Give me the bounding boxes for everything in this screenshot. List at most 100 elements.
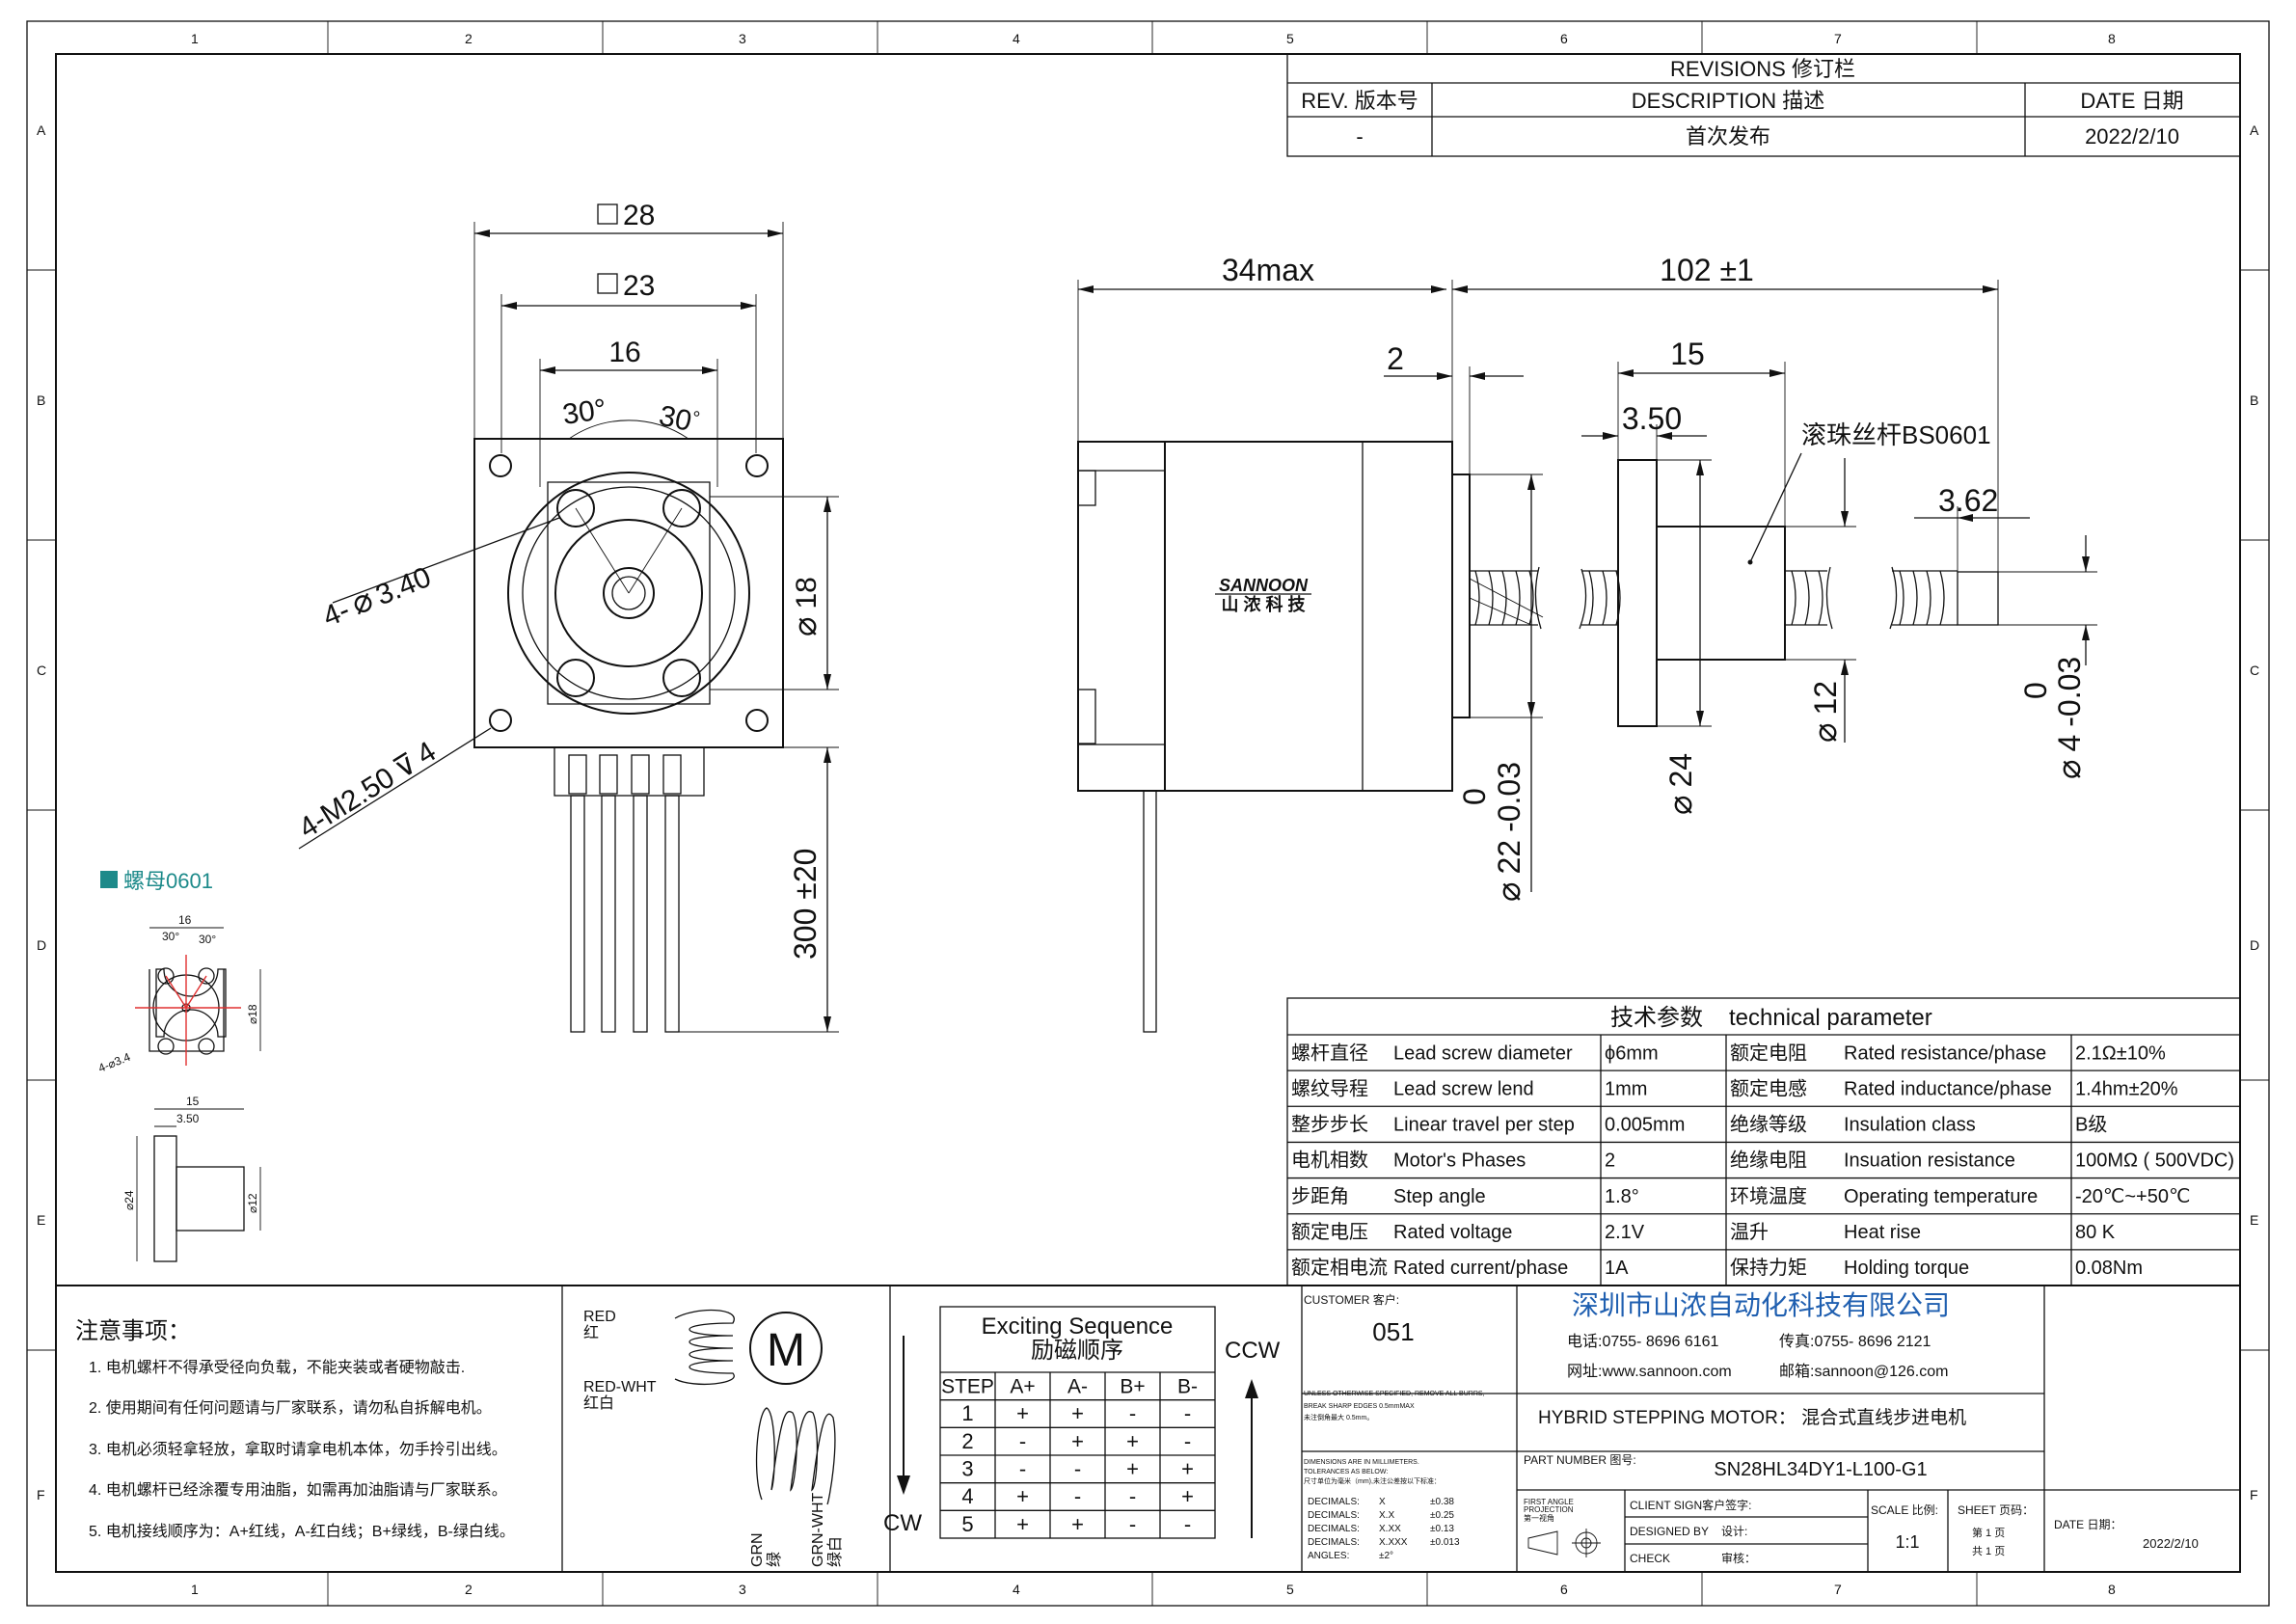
tech-cell-6-2: 1A	[1605, 1258, 1629, 1279]
wire-red: RED	[583, 1309, 616, 1325]
wire-redwht: RED-WHT	[583, 1379, 657, 1395]
wire-red-cn: 红	[583, 1324, 599, 1341]
company-email: 邮箱:sannoon@126.com	[1779, 1363, 1948, 1380]
tech-cell-6-5: 0.08Nm	[2075, 1258, 2143, 1279]
row-b-left: B	[37, 392, 45, 408]
company-web: 网址:www.sannoon.com	[1567, 1363, 1732, 1380]
dim-dia-22: ⌀22-0.03	[1491, 762, 1527, 902]
col-5-top: 5	[1286, 31, 1294, 46]
note-3: 3. 电机必须轻拿轻放，拿取时请拿电机本体，勿手拎引出线。	[89, 1440, 507, 1458]
seq-cell-4-1: +	[1016, 1512, 1029, 1536]
ball-nut-body	[1656, 526, 1786, 661]
tech-cell-0-1: Lead screw diameter	[1393, 1042, 1573, 1064]
seq-title: Exciting Sequence	[982, 1313, 1174, 1340]
tech-cell-5-2: 2.1V	[1605, 1222, 1645, 1243]
wire-grn-cn: 绿	[766, 1552, 783, 1567]
tol-cell-1-0: DECIMALS:	[1308, 1510, 1360, 1521]
ball-nut-flange	[1617, 459, 1658, 727]
col-6-top: 6	[1560, 31, 1568, 46]
dia-4-upper-tol: 0	[2018, 682, 2053, 699]
row-f-right: F	[2250, 1487, 2258, 1502]
motor-body	[1077, 441, 1453, 792]
tol-cell-2-1: X.XX	[1379, 1524, 1401, 1534]
ball-screw-label: 滚珠丝杆BS0601	[1801, 420, 1991, 449]
seq-cell-0-2: +	[1071, 1401, 1084, 1425]
tol-below: TOLERANCES AS BELOW:	[1304, 1469, 1388, 1475]
nut-angle-1: 30°	[162, 930, 179, 943]
nut-dim-350: 3.50	[176, 1112, 200, 1125]
tech-cell-3-4: Insuation resistance	[1844, 1150, 2015, 1172]
tech-cell-6-1: Rated current/phase	[1393, 1258, 1568, 1279]
dim-dia-18: ⌀18	[787, 577, 824, 636]
inner-frame	[55, 53, 2241, 1573]
desc-header: DESCRIPTION 描述	[1632, 89, 1824, 113]
sheet-1: 第 1 页	[1972, 1526, 2005, 1539]
designed-by: DESIGNED BY	[1630, 1525, 1709, 1538]
tech-cell-5-3: 温升	[1730, 1221, 1769, 1243]
note-2: 2. 使用期间有任何问题请与厂家联系，请勿私自拆解电机。	[89, 1399, 492, 1417]
tech-cell-5-5: 80 K	[2075, 1222, 2116, 1243]
tech-title-en: technical parameter	[1729, 1005, 1932, 1031]
tech-cell-4-1: Step angle	[1393, 1186, 1486, 1207]
tech-cell-2-2: 0.005mm	[1605, 1115, 1685, 1136]
tech-cell-3-5: 100MΩ ( 500VDC)	[2075, 1150, 2234, 1172]
nut-detail: 螺母0601 16 30° 30° ⌀18 4-⌀3.4 15 3.50 ⌀24…	[96, 869, 261, 1262]
coil-b	[755, 1407, 836, 1505]
first-angle-cn: 第一视角	[1524, 1513, 1554, 1523]
tech-cell-0-5: 2.1Ω±10%	[2075, 1042, 2166, 1064]
seq-cell-3-0: 4	[961, 1484, 973, 1508]
seq-cell-1-2: +	[1071, 1429, 1084, 1453]
seq-cell-2-3: +	[1126, 1457, 1139, 1481]
seq-header-4: B-	[1177, 1376, 1198, 1398]
dim-16: 16	[608, 337, 640, 368]
dim-23: 23	[623, 270, 655, 302]
scale-value: 1:1	[1895, 1532, 1919, 1552]
desc-value: 首次发布	[1686, 124, 1770, 149]
nut-angle-2: 30°	[199, 933, 216, 946]
tech-cell-4-2: 1.8°	[1605, 1186, 1639, 1207]
nut-title-square	[100, 871, 118, 888]
tech-cell-2-3: 绝缘等级	[1730, 1114, 1807, 1136]
seq-cell-1-0: 2	[961, 1429, 973, 1453]
nut-dim-16: 16	[178, 913, 192, 927]
row-d-right: D	[2250, 937, 2259, 953]
tech-cell-6-4: Holding torque	[1844, 1258, 1969, 1279]
tech-title-cn: 技术参数	[1610, 1005, 1703, 1031]
customer-label: CUSTOMER 客户:	[1304, 1292, 1399, 1307]
part-label: PART NUMBER 图号:	[1524, 1453, 1636, 1467]
sheet-label: SHEET 页码：	[1958, 1503, 2034, 1517]
seq-cell-3-2: -	[1074, 1484, 1081, 1508]
date-label: DATE 日期：	[2054, 1518, 2121, 1531]
seq-header-0: STEP	[941, 1376, 994, 1398]
company-fax: 传真:0755- 8696 2121	[1779, 1333, 1931, 1350]
side-view: SANNOON 山 浓 科 技 34max	[1077, 253, 2097, 1033]
tol-cell-4-1: ±2°	[1379, 1551, 1393, 1561]
col-5-bottom: 5	[1286, 1582, 1294, 1597]
ccw-label: CCW	[1225, 1338, 1281, 1364]
note-4: 4. 电机螺杆已经涂覆专用油脂，如需再加油脂请与厂家联系。	[89, 1481, 507, 1499]
seq-cell-2-4: +	[1181, 1457, 1194, 1481]
brand-logo: SANNOON	[1219, 576, 1309, 595]
product-type: HYBRID STEPPING MOTOR： 混合式直线步进电机	[1538, 1407, 1966, 1428]
nut-dia-12: ⌀12	[246, 1193, 259, 1213]
tech-cell-0-4: Rated resistance/phase	[1844, 1042, 2046, 1064]
dia-22-upper-tol: 0	[1457, 788, 1492, 805]
dim-28: 28	[623, 200, 655, 231]
date-value: 2022/2/10	[2085, 124, 2179, 149]
tech-cell-1-5: 1.4hm±20%	[2075, 1078, 2178, 1099]
tech-cell-2-1: Linear travel per step	[1393, 1115, 1575, 1136]
seq-cell-0-1: +	[1016, 1401, 1029, 1425]
seq-cell-1-1: -	[1019, 1429, 1026, 1453]
note-5: 5. 电机接线顺序为：A+红线，A-红白线；B+绿线，B-绿白线。	[89, 1523, 515, 1540]
revisions-title: REVISIONS 修订栏	[1670, 57, 1855, 81]
outer-frame	[26, 20, 2270, 1607]
col-2-bottom: 2	[465, 1582, 473, 1597]
tech-cell-1-2: 1mm	[1605, 1078, 1647, 1099]
tech-cell-1-3: 额定电感	[1730, 1077, 1807, 1099]
seq-cell-3-3: -	[1129, 1484, 1136, 1508]
tol-cell-2-2: ±0.13	[1430, 1524, 1454, 1534]
dim-holes-340: 4-⌀3.40	[317, 557, 436, 634]
tech-cell-3-3: 绝缘电阻	[1730, 1150, 1807, 1172]
